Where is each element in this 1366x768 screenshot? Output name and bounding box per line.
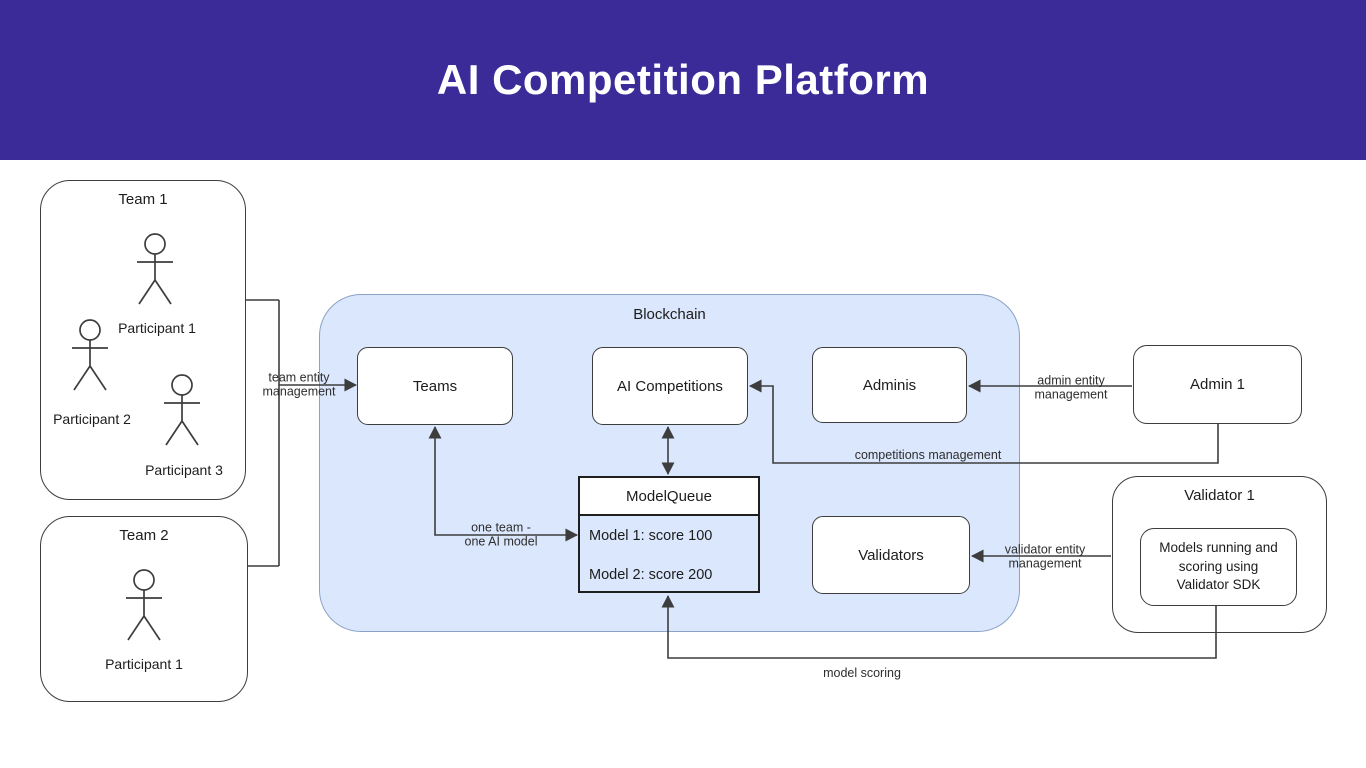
team1-label: Team 1: [118, 191, 168, 208]
admin1-node-label: Admin 1: [1189, 376, 1246, 393]
team2-participant1-label: Participant 1: [105, 656, 183, 672]
edge-label-model-scoring: model scoring: [823, 665, 901, 680]
team1-participant1-label: Participant 1: [118, 320, 196, 336]
ai-competitions-node: AI Competitions: [592, 347, 748, 425]
teams-node: Teams: [357, 347, 513, 425]
admin1-node: Admin 1: [1133, 345, 1302, 424]
validator-sdk-node: Models running and scoring using Validat…: [1140, 528, 1297, 606]
person-icon: [159, 374, 205, 452]
adminis-node-label: Adminis: [862, 376, 917, 394]
validator1-label: Validator 1: [1184, 487, 1255, 504]
ai-competitions-node-label: AI Competitions: [617, 377, 723, 395]
edge-label-validator-entity: validator entity management: [1004, 542, 1086, 571]
edge-label-admin-entity: admin entity management: [1034, 373, 1108, 402]
edge-label-competitions: competitions management: [854, 447, 1002, 462]
validators-node: Validators: [812, 516, 970, 594]
team1-participant2-label: Participant 2: [53, 411, 131, 427]
adminis-node: Adminis: [812, 347, 967, 423]
model-queue-title: ModelQueue: [580, 478, 758, 516]
team1-box: Team 1: [40, 180, 246, 500]
blockchain-label: Blockchain: [633, 306, 706, 323]
model-queue-row: Model 1: score 100: [589, 527, 713, 544]
validator-sdk-label: Models running and scoring using Validat…: [1159, 539, 1278, 593]
header-banner: AI Competition Platform: [0, 0, 1366, 160]
model-queue-node: ModelQueue Model 1: score 100 Model 2: s…: [578, 476, 760, 593]
person-icon: [121, 569, 167, 647]
team1-participant3-label: Participant 3: [145, 462, 223, 478]
teams-node-label: Teams: [412, 377, 458, 395]
validators-node-label: Validators: [858, 546, 924, 564]
model-queue-row: Model 2: score 200: [589, 566, 713, 583]
person-icon: [132, 233, 178, 311]
page-title: AI Competition Platform: [436, 56, 930, 103]
edge-label-one-team: one team - one AI model: [464, 520, 538, 549]
person-icon: [67, 319, 113, 397]
edge-label-team-entity: team entity management: [262, 370, 336, 399]
team2-label: Team 2: [119, 527, 169, 544]
